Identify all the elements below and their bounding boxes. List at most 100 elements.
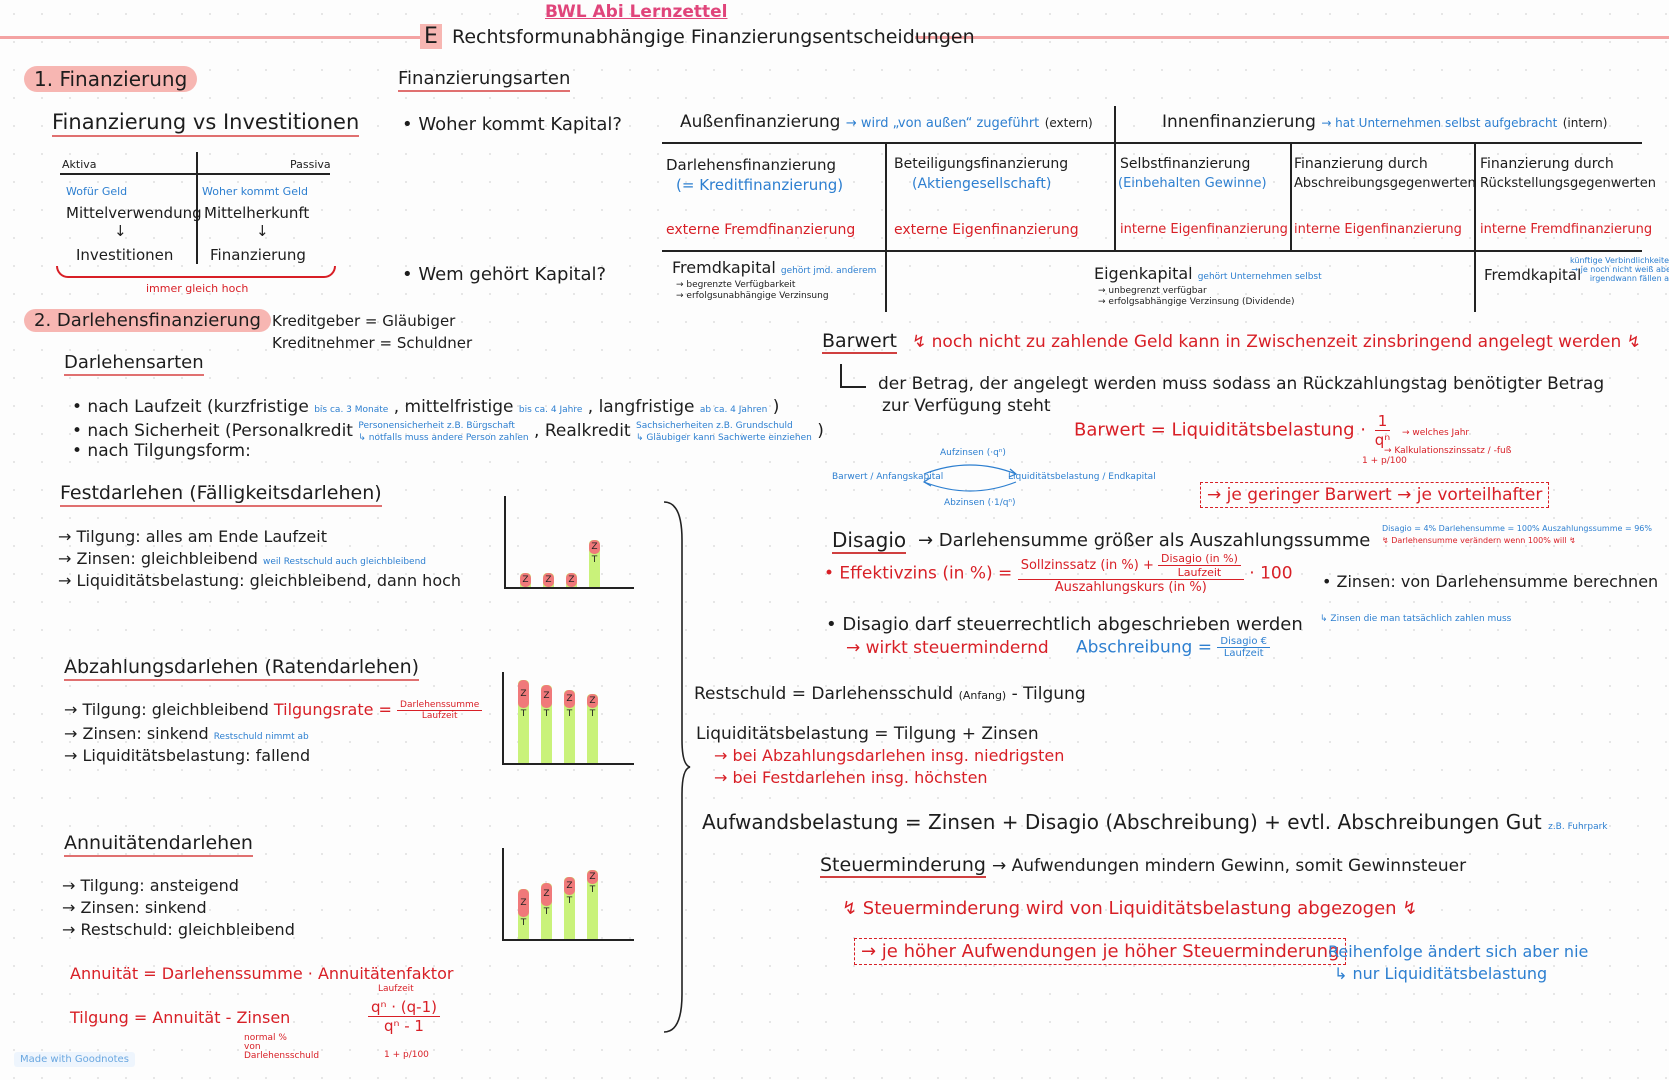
kurz-note: bis ca. 3 Monate	[314, 405, 389, 415]
barwert-formula: Barwert = Liquiditätsbelastung · 1 qⁿ	[1074, 412, 1393, 449]
ann-l2: → Zinsen: sinkend	[62, 898, 207, 917]
faktor-den: qⁿ - 1	[383, 1017, 424, 1035]
eff-frac: Sollzinssatz (in %) + Disagio (in %) Lau…	[1017, 552, 1244, 595]
barwert-title: Barwert	[822, 330, 897, 354]
eff-numerator: Sollzinssatz (in %) + Disagio (in %) Lau…	[1017, 552, 1244, 580]
cell-c2b: (Aktiengesellschaft)	[912, 176, 1052, 192]
cell-c4b: Abschreibungsgegenwerten	[1294, 176, 1476, 191]
aufzinsen-label: Aufzinsen (·qⁿ)	[940, 448, 1006, 458]
rate-den: Laufzeit	[421, 711, 458, 721]
fremdkapital-2: Fremdkapital	[1484, 266, 1582, 284]
fk-note: gehört jmd. anderem	[780, 266, 877, 276]
abz-chart-tilgung-label: T	[589, 709, 596, 719]
abz-chart-tilgung-label: T	[566, 709, 573, 719]
s2-num: 2.	[34, 310, 52, 331]
kreditgeber: Kreditgeber = Gläubiger	[272, 312, 456, 330]
ann-l1: → Tilgung: ansteigend	[62, 876, 239, 895]
abz-l2-note: Restschuld nimmt ab	[213, 732, 309, 742]
ann-chart-zins-segment: Z	[564, 877, 575, 895]
cell-r1: externe Fremdfinanzierung	[666, 222, 856, 238]
tbl-v1	[885, 142, 887, 250]
q-woher: • Woher kommt Kapital?	[402, 114, 622, 135]
s2-heading: 2. Darlehensfinanzierung	[24, 309, 271, 332]
aussen-note: → wird „von außen“ zugeführt	[845, 116, 1040, 131]
steuer-title: Steuerminderung	[820, 854, 986, 878]
disagio-title: Disagio	[832, 528, 907, 554]
extern-label: (extern)	[1044, 116, 1093, 130]
innen-note: → hat Unternehmen selbst aufgebracht	[1321, 116, 1558, 130]
disagio-def: → Darlehensumme größer als Auszahlungssu…	[918, 530, 1371, 551]
effektivzins-formula: • Effektivzins (in %) = Sollzinssatz (in…	[824, 552, 1293, 595]
abz-chart-x-axis	[502, 763, 634, 765]
ann-title: Annuitätendarlehen	[64, 832, 253, 857]
eff-dis-num: Disagio (in %)	[1158, 552, 1241, 566]
eff-den: Auszahlungskurs (in %)	[1054, 580, 1207, 595]
tilgung-formula: Tilgung = Annuität - Zinsen	[70, 1008, 291, 1027]
aufwand-note: z.B. Fuhrpark	[1548, 822, 1608, 832]
cell-r5: interne Fremdfinanzierung	[1480, 222, 1653, 237]
tconto-vline	[196, 152, 198, 264]
zins-arrows	[922, 464, 1018, 492]
abz-l2: → Zinsen: sinkend Restschuld nimmt ab	[64, 724, 309, 743]
ann-chart-zins-segment: Z	[518, 889, 529, 917]
intern-label: (intern)	[1562, 116, 1608, 130]
abschr-frac: Disagio € Laufzeit	[1217, 636, 1270, 659]
ann-chart-zins-segment: Z	[541, 883, 552, 906]
fk2-n1: künftige Verbindlichkeiten	[1570, 256, 1669, 265]
fest-chart-x-axis	[504, 587, 634, 589]
cell-c5b: Rückstellungsgegenwerten	[1480, 176, 1657, 191]
barwert-hook	[840, 364, 866, 388]
ann-chart-x-axis	[502, 939, 634, 941]
fest-chart-zins-segment: Z	[589, 540, 600, 554]
s1-subtitle: Finanzierung vs Investitionen	[52, 110, 360, 137]
fest-chart-bar: Z	[543, 573, 554, 587]
abz-chart-tilgung-label: T	[543, 709, 550, 719]
fk-l1: → begrenzte Verfügbarkeit	[676, 280, 796, 290]
tbl-v5	[885, 250, 887, 312]
fest-chart-zins-segment: Z	[543, 573, 554, 587]
passiva-label: Passiva	[290, 158, 331, 171]
real-notes: Sachsicherheiten z.B. Grundschuld ↳ Gläu…	[636, 419, 812, 443]
barwert-n-note: → welches Jahr	[1402, 428, 1470, 438]
tbl-v-aussen-innen	[1114, 106, 1116, 142]
tbl-v6	[1474, 250, 1476, 312]
tilgungsform: • nach Tilgungsform:	[72, 441, 251, 461]
eff-num1: Sollzinssatz (in %) +	[1020, 558, 1154, 573]
arrow-down-2: ↓	[256, 222, 269, 240]
restschuld-text: Restschuld = Darlehensschuld	[694, 684, 954, 704]
anfangskapital-label: Barwert / Anfangskapital	[832, 472, 944, 482]
liq-line: Liquiditätsbelastung = Tilgung + Zinsen	[696, 724, 1039, 744]
steuer-box: → je höher Aufwendungen je höher Steuerm…	[854, 938, 1347, 965]
disagio-steuer: • Disagio darf steuerrechtlich abgeschri…	[826, 614, 1303, 635]
abz-l1: → Tilgung: gleichbleibend Tilgungsrate =…	[64, 700, 483, 721]
abschr-num: Disagio €	[1217, 636, 1270, 648]
investitionen: Investitionen	[76, 246, 174, 264]
doc-title: BWL Abi Lernzettel	[545, 2, 728, 22]
mittel-note: bis ca. 4 Jahre	[518, 405, 583, 415]
liq-l2: → bei Festdarlehen insg. höchsten	[714, 768, 988, 787]
barwert-q-def: 1 + p/100	[1362, 456, 1407, 466]
wofuer-label: Wofür Geld	[66, 185, 128, 198]
real-note2: ↳ Gläubiger kann Sachwerte einziehen	[636, 433, 812, 443]
eigenkapital: Eigenkapital gehört Unternehmen selbst	[1094, 264, 1322, 283]
arten-title: Finanzierungsarten	[398, 68, 571, 92]
disagio-note2: ↯ Darlehensumme verändern wenn 100% will…	[1382, 536, 1576, 545]
laufzeit-d: )	[772, 397, 780, 417]
ann-chart-tilgung-label: T	[589, 885, 596, 895]
s1-num: 1.	[34, 67, 54, 91]
fest-l2-note: weil Restschuld auch gleichbleibend	[262, 557, 426, 567]
ann-chart-y-axis	[502, 848, 504, 940]
abz-chart-zins-segment: Z	[564, 690, 575, 708]
fk2-notes: künftige Verbindlichkeiten → je noch nic…	[1570, 256, 1669, 283]
fest-l2: → Zinsen: gleichbleibend weil Restschuld…	[58, 549, 426, 568]
fest-chart-zins-segment: Z	[520, 573, 531, 587]
cell-c3a: Selbstfinanzierung	[1120, 156, 1251, 172]
abz-l2-text: → Zinsen: sinkend	[64, 724, 209, 743]
abz-chart-zins-segment: Z	[541, 685, 552, 708]
aufwand-text: Aufwandsbelastung = Zinsen + Disagio (Ab…	[702, 810, 1542, 834]
sicherheit-c: )	[817, 421, 824, 441]
